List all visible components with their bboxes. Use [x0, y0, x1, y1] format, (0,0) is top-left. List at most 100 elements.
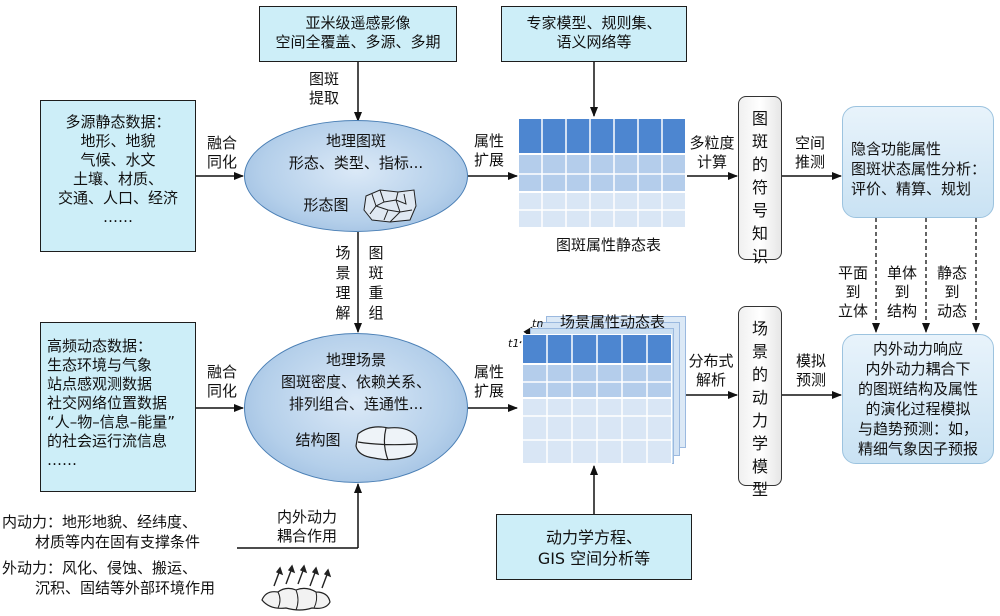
dynamic-data-line4: 社交网络位置数据 — [47, 394, 168, 412]
label-single-to-structure-l2: 到 — [894, 283, 910, 301]
label-fusion-1-l2: 同化 — [206, 153, 237, 171]
label-attr-expand-1: 属性 扩展 — [469, 132, 509, 170]
label-coupling: 内外动力 耦合作用 — [262, 508, 352, 546]
implicit-function-box: 隐含功能属性 图斑状态属性分析： 评价、精算、规划 — [842, 106, 994, 218]
evolution-simulation-line2: 内外动力耦合下 — [865, 360, 971, 378]
evolution-simulation-line1: 内外动力响应 — [872, 340, 963, 358]
label-fusion-2-l1: 融合 — [206, 363, 237, 381]
label-static-to-dynamic-l1: 静态 — [936, 264, 967, 282]
static-data-box: 多源静态数据： 地形、地貌 气候、水文 土壤、材质、 交通、人口、经济 …… — [40, 100, 196, 252]
geo-scene-caption: 结构图 — [295, 431, 341, 449]
expert-model-line1: 专家模型、规则集、 — [526, 14, 662, 32]
geo-patch-ellipse — [244, 120, 468, 232]
geo-patch-caption: 形态图 — [303, 196, 349, 214]
label-patch-extract: 图斑 提取 — [299, 70, 349, 108]
dynamics-equation-line2: GIS 空间分析等 — [537, 549, 651, 568]
morphology-map-icon — [363, 189, 417, 223]
geo-patch-title: 地理图斑 — [325, 132, 386, 150]
label-patch-extract-l1: 图斑 — [308, 70, 339, 88]
implicit-function-line2: 图斑状态属性分析： — [851, 160, 987, 178]
label-plane-to-solid-l3: 立体 — [837, 302, 868, 320]
static-table-caption: 图斑属性静态表 — [556, 236, 662, 254]
label-single-to-structure: 单体 到 结构 — [880, 264, 924, 321]
label-distributed: 分布式 解析 — [683, 352, 739, 390]
dynamics-model-text: 场景的动力学模型 — [751, 319, 768, 499]
evolution-simulation-line6: 精细气象因子预报 — [857, 440, 978, 458]
label-coupling-l2: 耦合作用 — [276, 527, 337, 545]
label-plane-to-solid: 平面 到 立体 — [831, 264, 875, 321]
label-fusion-1-l1: 融合 — [206, 134, 237, 152]
dynamics-equation-line1: 动力学方程、 — [545, 528, 642, 547]
internal-force-line2: 材质等内在固有支撑条件 — [35, 533, 201, 551]
remote-sensing-line1: 亚米级遥感影像 — [305, 14, 411, 32]
label-spatial-infer-l2: 推测 — [794, 153, 825, 171]
evolution-simulation-line5: 与趋势预测：如， — [857, 420, 978, 438]
label-distributed-l1: 分布式 — [688, 352, 734, 370]
structure-map-icon — [355, 426, 418, 461]
label-simulate: 模拟 预测 — [789, 352, 833, 390]
geo-scene-title: 地理场景 — [325, 351, 386, 369]
label-attr-expand-1-l1: 属性 — [473, 132, 504, 150]
label-scene-understand: 场景理解 — [335, 244, 351, 322]
geo-scene-ellipse — [244, 333, 468, 483]
label-static-to-dynamic: 静态 到 动态 — [930, 264, 974, 321]
dynamic-table-caption: 场景属性动态表 — [560, 313, 666, 331]
label-attr-expand-2-l1: 属性 — [473, 363, 504, 381]
static-data-line3: 气候、水文 — [80, 151, 156, 169]
external-force-line2: 沉积、固结等外部环境作用 — [35, 579, 216, 597]
implicit-function-line1: 隐含功能属性 — [851, 140, 942, 158]
label-multi-granularity-l1: 多粒度 — [689, 134, 735, 152]
geo-scene-line3: 排列组合、连通性... — [288, 395, 424, 413]
static-data-line6: …… — [103, 208, 133, 226]
internal-force-line1: 内动力：地形地貌、经纬度、 — [2, 513, 198, 531]
static-data-line1: 多源静态数据： — [65, 113, 171, 131]
evolution-simulation-line3: 的图斑结构及属性 — [857, 380, 978, 398]
label-coupling-l1: 内外动力 — [276, 508, 337, 526]
label-spatial-infer-l1: 空间 — [794, 134, 825, 152]
static-data-line4: 土壤、材质、 — [72, 170, 163, 188]
dynamics-equation-box: 动力学方程、 GIS 空间分析等 — [496, 514, 692, 580]
static-data-line2: 地形、地貌 — [80, 132, 156, 150]
dynamic-attribute-table — [518, 316, 688, 466]
label-multi-granularity: 多粒度 计算 — [684, 134, 740, 172]
dynamic-data-line2: 生态环境与气象 — [47, 356, 153, 374]
evolution-simulation-line4: 的演化过程模拟 — [865, 400, 971, 418]
label-attr-expand-2: 属性 扩展 — [469, 363, 509, 401]
external-force-line1: 外动力：风化、侵蚀、搬运、 — [2, 559, 198, 577]
dynamic-data-line1: 高频动态数据： — [47, 337, 153, 355]
label-patch-regroup: 图斑重组 — [368, 244, 384, 322]
label-static-to-dynamic-l2: 到 — [944, 283, 960, 301]
label-fusion-2-l2: 同化 — [206, 382, 237, 400]
label-spatial-infer: 空间 推测 — [788, 134, 832, 172]
symbol-knowledge-text: 图斑的符号知识 — [751, 109, 768, 266]
symbol-knowledge-box: 图斑的符号知识 — [738, 96, 782, 266]
dynamic-data-line5: “人–物–信息–能量” — [47, 413, 176, 431]
label-plane-to-solid-l2: 到 — [845, 283, 861, 301]
remote-sensing-box: 亚米级遥感影像 空间全覆盖、多源、多期 — [259, 6, 457, 62]
label-fusion-1: 融合 同化 — [202, 134, 242, 172]
dynamic-data-line6: 的社会运行流信息 — [47, 432, 168, 450]
implicit-function-line3: 评价、精算、规划 — [851, 180, 972, 198]
static-data-line5: 交通、人口、经济 — [57, 189, 178, 207]
label-static-to-dynamic-l3: 动态 — [936, 302, 967, 320]
dynamic-data-line7: …… — [47, 451, 77, 469]
label-multi-granularity-l2: 计算 — [696, 153, 727, 171]
expert-model-box: 专家模型、规则集、 语义网络等 — [501, 6, 687, 62]
label-attr-expand-2-l2: 扩展 — [473, 382, 504, 400]
time-label-t1: t1 — [508, 337, 520, 350]
label-simulate-l2: 预测 — [795, 371, 826, 389]
dynamics-model-box: 场景的动力学模型 — [738, 306, 782, 499]
internal-force-text: 内动力：地形地貌、经纬度、 材质等内在固有支撑条件 — [2, 512, 200, 552]
label-single-to-structure-l3: 结构 — [886, 302, 917, 320]
label-patch-extract-l2: 提取 — [308, 89, 339, 107]
external-force-text: 外动力：风化、侵蚀、搬运、 沉积、固结等外部环境作用 — [2, 558, 215, 598]
label-distributed-l2: 解析 — [695, 371, 726, 389]
time-label-tn: tn — [532, 317, 544, 330]
erosion-illustration-icon — [261, 564, 332, 611]
remote-sensing-line2: 空间全覆盖、多源、多期 — [275, 33, 441, 51]
label-fusion-2: 融合 同化 — [202, 363, 242, 401]
dynamic-data-line3: 站点感观测数据 — [47, 375, 153, 393]
label-single-to-structure-l1: 单体 — [886, 264, 917, 282]
static-attribute-table — [518, 118, 686, 228]
